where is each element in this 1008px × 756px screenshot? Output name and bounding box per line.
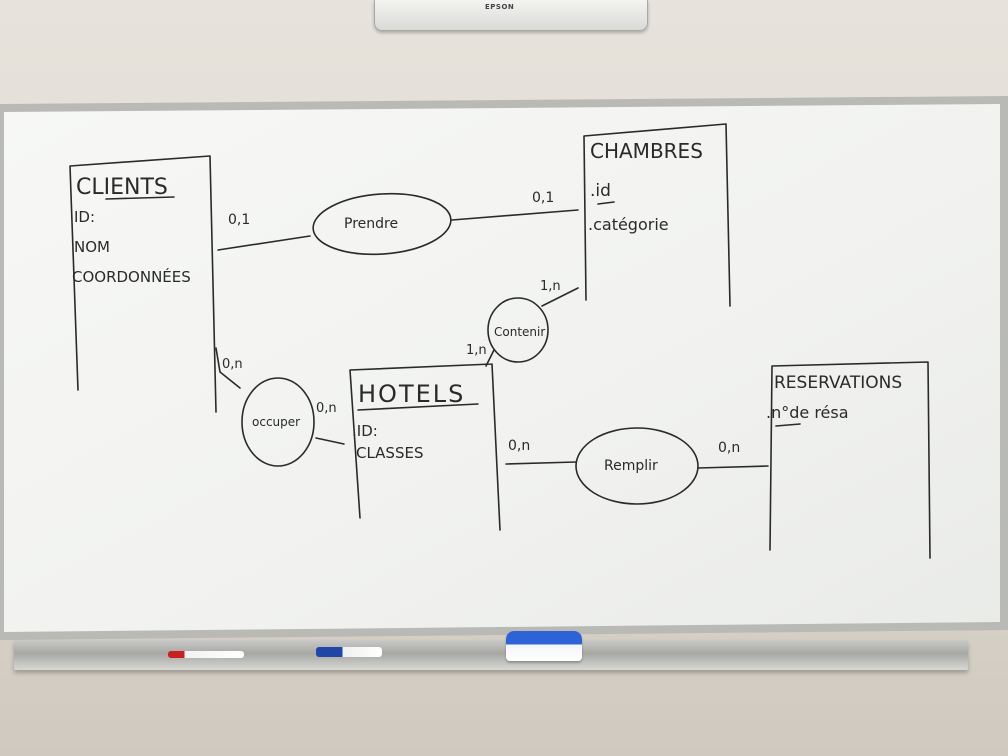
relation-remplir-label: Remplir (604, 458, 658, 474)
relation-prendre-label: Prendre (344, 216, 398, 232)
relation-occuper-ellipse (241, 377, 315, 467)
projector-brand-label: EPSON (485, 3, 515, 11)
entity-hotels: HOTELS .ID: CLASSES (349, 363, 501, 531)
card-chambres-prendre: 0,1 (532, 190, 554, 206)
blue-marker (316, 647, 382, 657)
entity-chambres: CHAMBRES .id .catégorie (583, 123, 731, 307)
relation-contenir: Contenir 1,n 1,n (466, 279, 579, 367)
relation-prendre: Prendre 0,1 0,1 (217, 190, 579, 256)
relation-occuper-label: occuper (252, 415, 300, 429)
projector: EPSON (374, 0, 648, 31)
entity-hotels-title: HOTELS (358, 380, 465, 408)
entity-clients-attr-nom: NOM (74, 238, 110, 256)
link-prendre-chambres (451, 209, 579, 221)
entity-clients-attr-coordonnees: COORDONNÉES (72, 267, 191, 286)
link-contenir-hotels (485, 349, 495, 367)
entity-clients-border (69, 155, 217, 413)
relation-remplir-ellipse (575, 427, 699, 505)
entity-chambres-id-underline (597, 201, 615, 205)
card-reservations-remplir: 0,n (718, 440, 740, 456)
link-occuper-hotels (315, 437, 345, 445)
entity-clients-title: CLIENTS (76, 175, 168, 200)
entity-reservations-attr-num: .n°de résa (766, 403, 849, 422)
entity-chambres-attr-id: .id (590, 181, 611, 201)
link-remplir-reservations (697, 465, 769, 469)
entity-chambres-border (583, 123, 731, 307)
entity-clients: CLIENTS ID: NOM COORDONNÉES (69, 155, 217, 413)
relation-prendre-ellipse (312, 192, 452, 256)
card-clients-prendre: 0,1 (228, 212, 250, 228)
entity-hotels-attr-classes: CLASSES (356, 444, 423, 462)
entity-hotels-attr-id: .ID: (352, 422, 378, 440)
relation-occuper: occuper 0,n 0,n (215, 347, 345, 467)
link-clients-occuper (215, 347, 241, 389)
entity-clients-attr-id: ID: (74, 208, 95, 226)
entity-chambres-title: CHAMBRES (590, 139, 703, 163)
entity-reservations-id-underline (775, 423, 801, 427)
entity-hotels-border (349, 363, 501, 531)
marker-tray (14, 640, 968, 670)
entity-reservations-title: RESERVATIONS (774, 373, 902, 393)
red-marker (168, 651, 244, 658)
card-hotels-remplir: 0,n (508, 438, 530, 454)
entity-reservations: RESERVATIONS .n°de résa (766, 361, 931, 559)
entity-reservations-border (769, 361, 931, 559)
relation-remplir: Remplir 0,n 0,n (505, 427, 769, 505)
link-clients-prendre (217, 235, 311, 251)
card-hotels-occuper: 0,n (316, 401, 337, 416)
whiteboard-eraser (506, 631, 582, 661)
card-chambres-contenir: 1,n (540, 279, 561, 294)
whiteboard-surface (4, 104, 1000, 632)
card-clients-occuper: 0,n (222, 357, 243, 372)
card-hotels-contenir: 1,n (466, 343, 487, 358)
link-hotels-remplir (505, 461, 577, 465)
entity-hotels-underline (357, 403, 479, 411)
entity-chambres-attr-categorie: .catégorie (588, 215, 669, 234)
entity-clients-underline (105, 196, 175, 200)
relation-contenir-label: Contenir (494, 325, 545, 339)
link-contenir-chambres (541, 287, 579, 307)
relation-contenir-ellipse (487, 297, 549, 363)
